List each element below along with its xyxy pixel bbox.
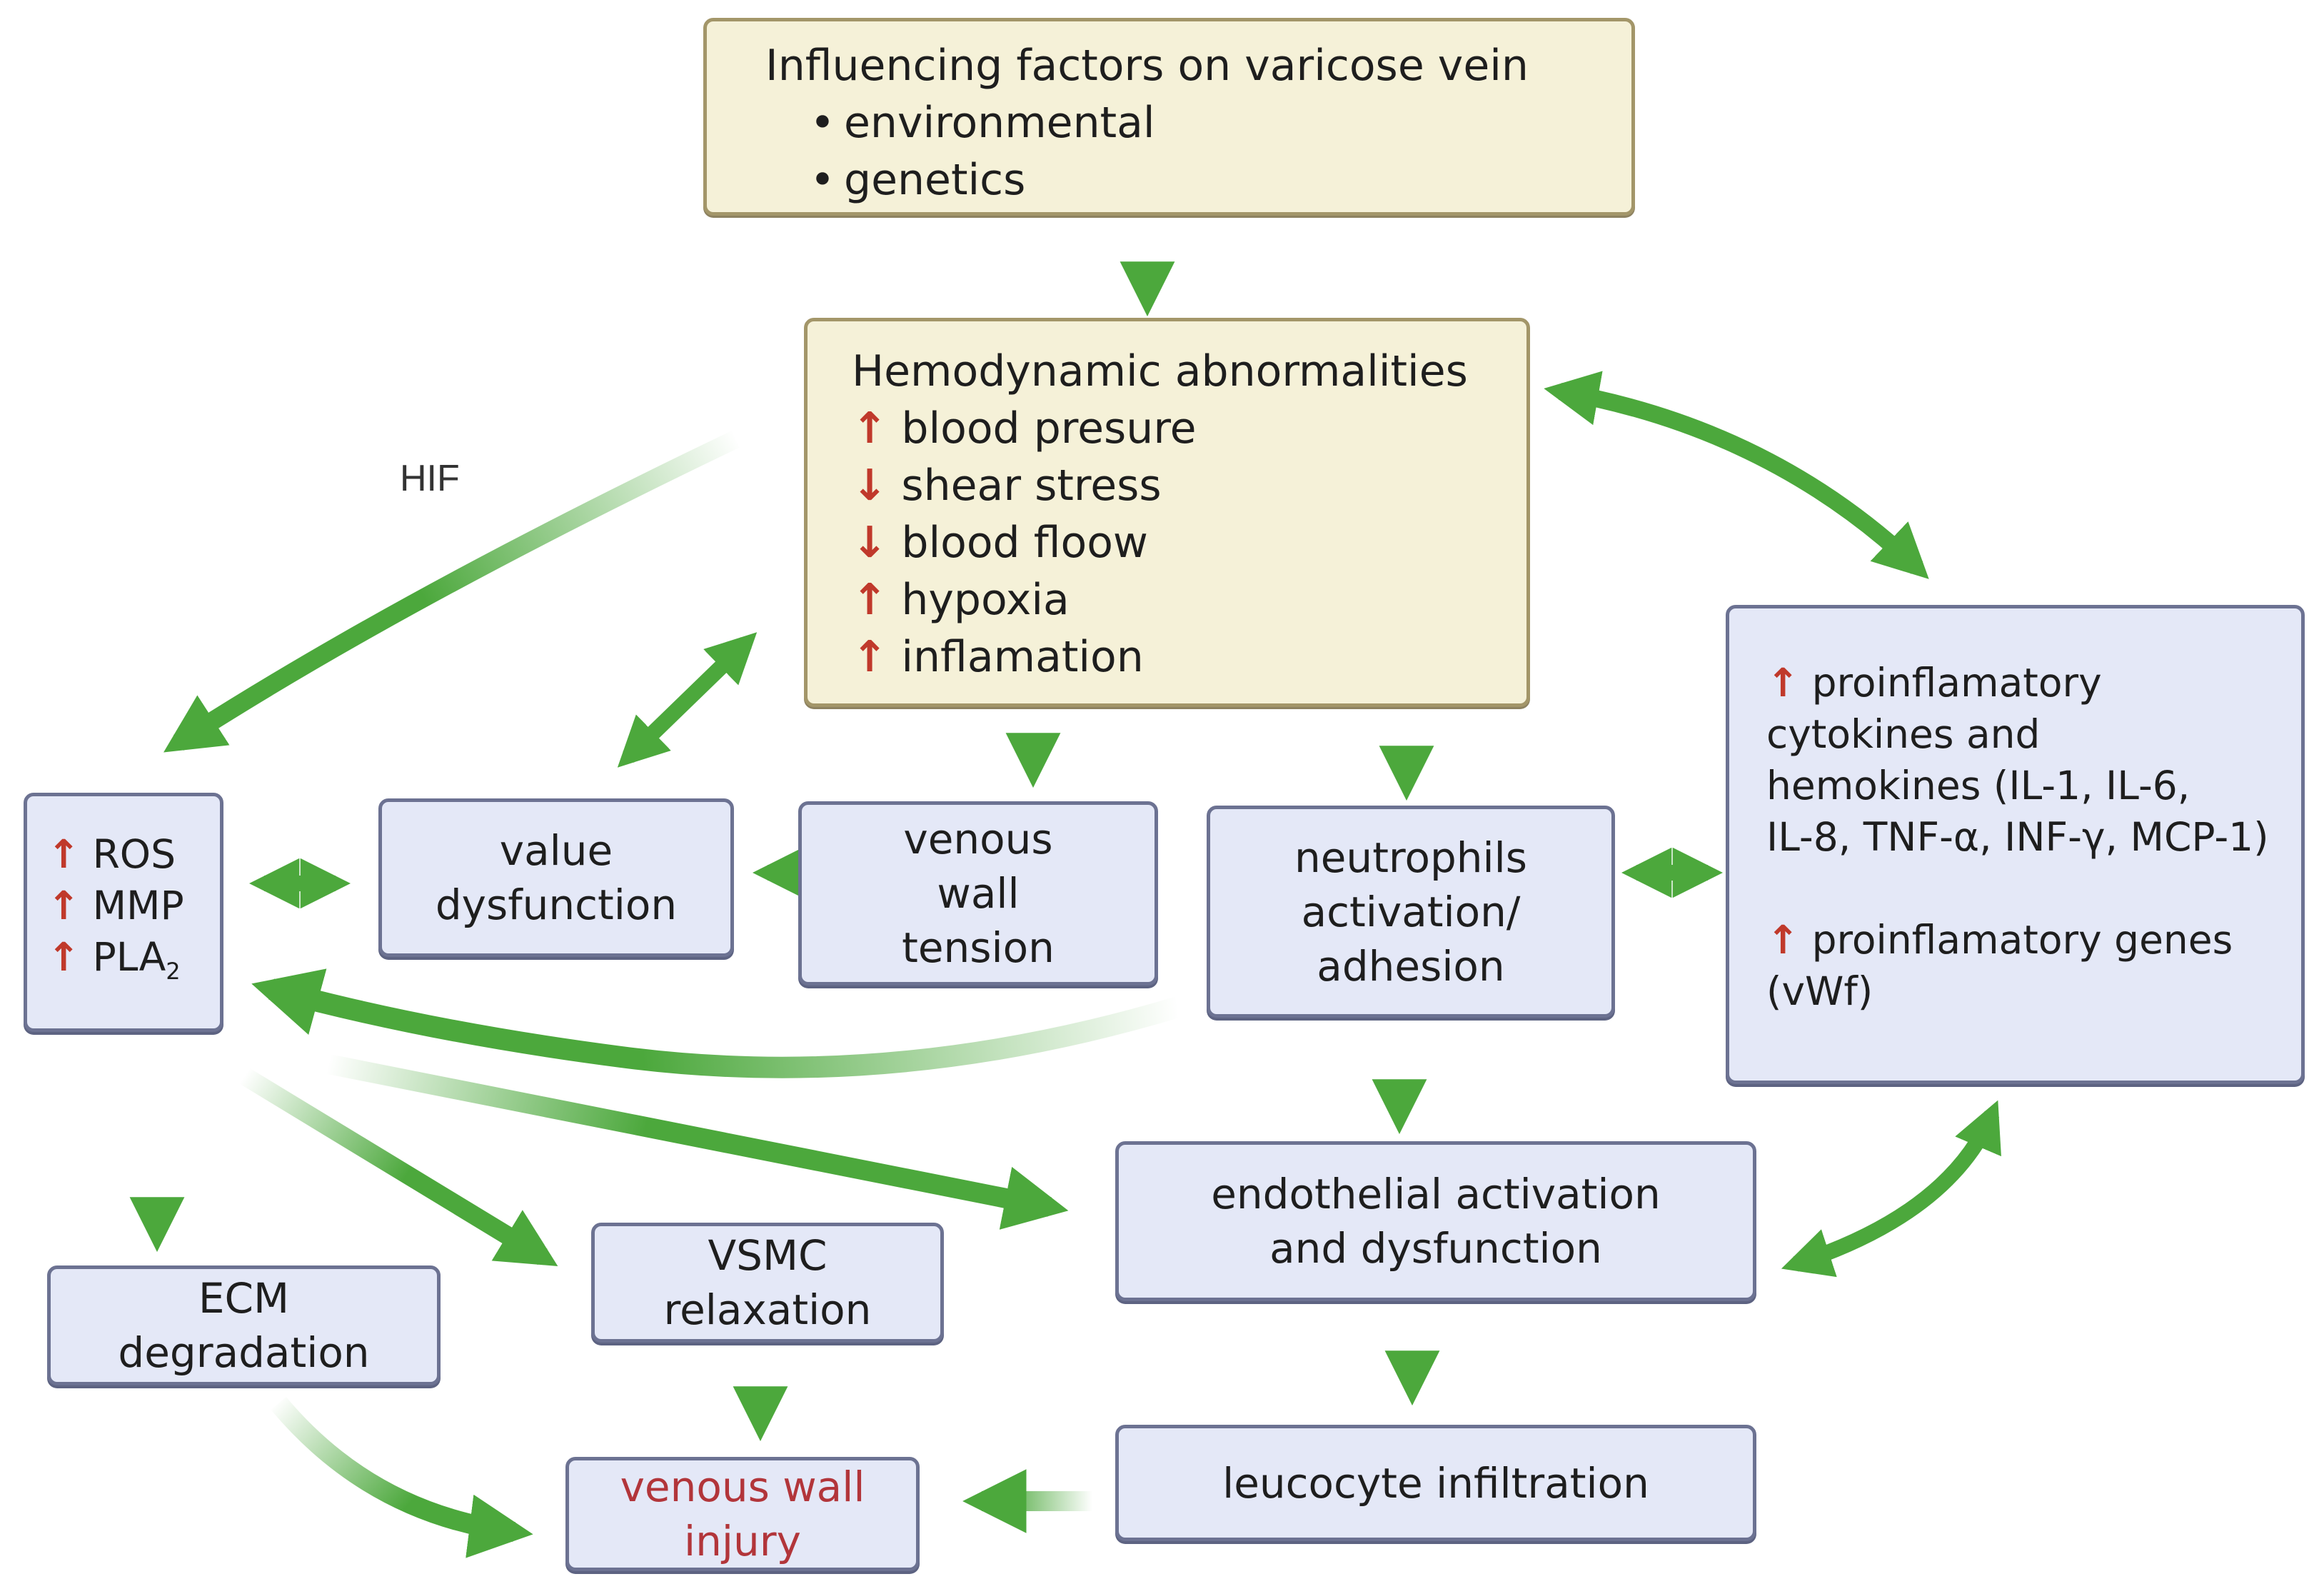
increase-arrow-icon: ↑ xyxy=(47,831,81,877)
item-text: blood floow xyxy=(901,518,1148,568)
item-text: proinflamatory genes xyxy=(1811,917,2233,963)
hemodynamic-item: ↑ hypoxia xyxy=(852,571,1526,628)
box-text-line: venous xyxy=(903,815,1053,863)
hemodynamic-item: ↑ blood presure xyxy=(852,400,1526,457)
bullet-text: environmental xyxy=(844,98,1155,148)
box-text-line: wall xyxy=(937,869,1020,918)
increase-arrow-icon: ↑ xyxy=(852,632,888,682)
endothelial-activation-box: endothelial activation and dysfunction xyxy=(1115,1141,1756,1301)
bullet-icon: • xyxy=(810,98,835,148)
hemodynamic-abnormalities-box: Hemodynamic abnormalities ↑ blood presur… xyxy=(804,318,1530,707)
ecm-degradation-box: ECM degradation xyxy=(47,1265,441,1385)
spacer xyxy=(1766,863,2301,914)
cytokines-line: IL-8, TNF-α, INF-γ, MCP-1) xyxy=(1766,814,2269,860)
vsmc-relaxation-box: VSMC relaxation xyxy=(591,1223,944,1343)
ros-item: ↑ ROS xyxy=(47,828,176,880)
box-text-line: neutrophils xyxy=(1294,833,1528,882)
box-text-line: tension xyxy=(902,923,1055,972)
arrow-ros-to-vsmc xyxy=(238,1066,558,1266)
venous-wall-tension-box: venous wall tension xyxy=(798,801,1158,986)
increase-arrow-icon: ↑ xyxy=(47,882,81,928)
increase-arrow-icon: ↑ xyxy=(1766,917,1800,963)
decrease-arrow-icon: ↓ xyxy=(852,461,888,511)
increase-arrow-icon: ↑ xyxy=(1766,660,1800,706)
increase-arrow-icon: ↑ xyxy=(852,403,888,453)
box-text-line: adhesion xyxy=(1317,941,1505,991)
neutrophils-box: neutrophils activation/ adhesion xyxy=(1207,806,1615,1018)
item-text: hypoxia xyxy=(901,575,1070,625)
valve-dysfunction-box: value dysfunction xyxy=(378,798,734,957)
cytokines-line: hemokines (IL-1, IL-6, xyxy=(1766,763,2190,808)
box-text-line: endothelial activation xyxy=(1211,1170,1661,1218)
box-text-line: leucocyte infiltration xyxy=(1222,1458,1649,1508)
arrow-cytokines-endothelial xyxy=(1781,1100,2001,1278)
box-text-line: dysfunction xyxy=(435,881,678,929)
hif-label: HIF xyxy=(400,458,460,499)
arrow-neutrophils-to-ros xyxy=(251,968,1182,1078)
increase-arrow-icon: ↑ xyxy=(852,575,888,625)
box-text-line: activation/ xyxy=(1301,887,1521,936)
bullet-text: genetics xyxy=(844,155,1026,205)
box-text-line: VSMC xyxy=(708,1231,828,1280)
box-text-line: injury xyxy=(684,1517,801,1565)
influencing-title: Influencing factors on varicose vein xyxy=(765,41,1529,91)
mmp-item: ↑ MMP xyxy=(47,880,184,931)
item-text: blood presure xyxy=(901,403,1197,453)
item-text: ROS xyxy=(92,831,176,877)
box-text-line: ECM xyxy=(198,1274,290,1323)
box-text-line: venous wall xyxy=(620,1463,865,1511)
influencing-factors-box: Influencing factors on varicose vein •en… xyxy=(703,18,1635,216)
bullet-icon: • xyxy=(810,155,835,205)
cytokines-line: cytokines and xyxy=(1766,711,2041,757)
arrow-ecm-to-injury xyxy=(271,1396,533,1558)
genes-line: (vWf) xyxy=(1766,968,1873,1014)
cytokines-line: ↑ proinflamatory xyxy=(1766,657,2301,708)
hemodynamic-title: Hemodynamic abnormalities xyxy=(852,346,1468,396)
arrow-hif-to-ros xyxy=(164,431,740,753)
item-text: shear stress xyxy=(901,461,1162,511)
proinflammatory-cytokines-box: ↑ proinflamatory cytokines and hemokines… xyxy=(1726,605,2305,1084)
ros-mmp-pla2-box: ↑ ROS ↑ MMP ↑ PLA2 xyxy=(24,793,223,1032)
item-text: PLA xyxy=(92,933,166,980)
venous-wall-injury-box: venous wall injury xyxy=(565,1457,920,1571)
box-text-line: degradation xyxy=(118,1328,370,1377)
item-text: MMP xyxy=(92,882,184,928)
box-text-line: and dysfunction xyxy=(1269,1224,1602,1273)
arrow-ros-to-endothelial xyxy=(326,1054,1069,1230)
hemodynamic-item: ↓ shear stress xyxy=(852,457,1526,514)
item-text: inflamation xyxy=(901,632,1144,682)
decrease-arrow-icon: ↓ xyxy=(852,518,888,568)
arrow-valve-hemodynamic xyxy=(617,632,758,768)
hemodynamic-item: ↑ inflamation xyxy=(852,628,1526,686)
arrow-hemodynamic-cytokines xyxy=(1544,371,1929,579)
hemodynamic-item: ↓ blood floow xyxy=(852,514,1526,571)
box-text-line: value xyxy=(499,826,613,875)
box-text-line: relaxation xyxy=(663,1285,872,1334)
increase-arrow-icon: ↑ xyxy=(47,933,81,980)
subscript: 2 xyxy=(166,957,181,985)
leucocyte-infiltration-box: leucocyte infiltration xyxy=(1115,1425,1756,1541)
genes-line: ↑ proinflamatory genes xyxy=(1766,914,2301,966)
pla2-item: ↑ PLA2 xyxy=(47,931,181,997)
influencing-bullet-item: •genetics xyxy=(765,151,1631,209)
item-text: proinflamatory xyxy=(1811,660,2102,706)
influencing-bullet-item: •environmental xyxy=(765,94,1631,151)
